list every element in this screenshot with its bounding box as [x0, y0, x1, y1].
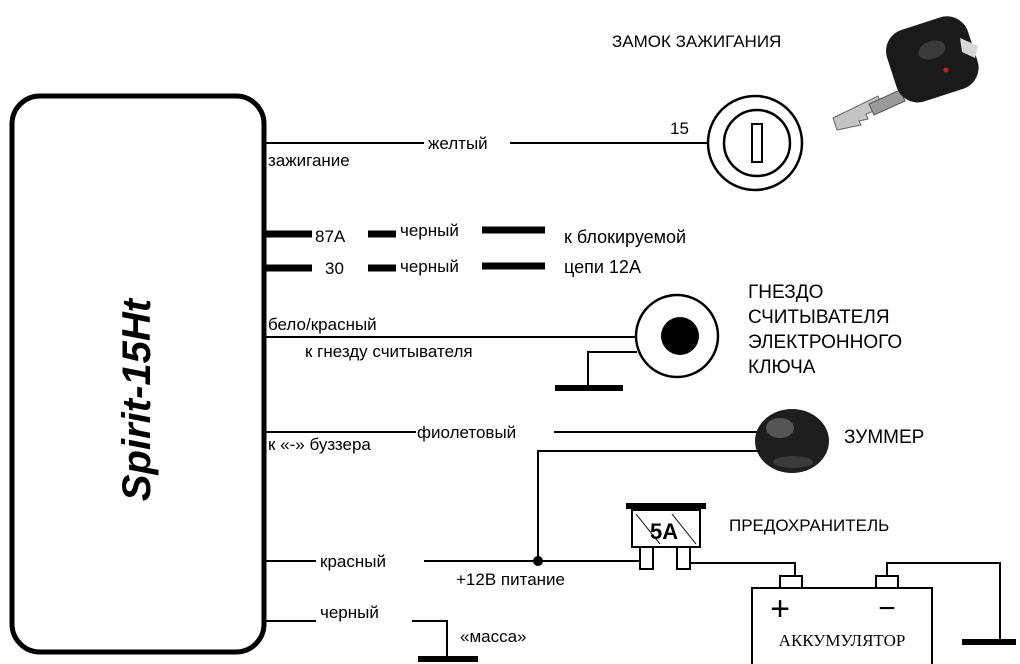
battery [751, 562, 1016, 664]
car-key-icon [832, 16, 979, 131]
buzzer-color-label: фиолетовый [417, 423, 516, 442]
relay-30-wire [264, 262, 545, 272]
fuse-title: ПРЕДОХРАНИТЕЛЬ [729, 516, 889, 535]
battery-label: АККУМУЛЯТОР [779, 631, 906, 650]
reader-color-label: бело/красный [268, 315, 377, 334]
relay-30-pin: 30 [325, 259, 344, 278]
buzzer-title: ЗУММЕР [844, 427, 924, 448]
power-color-label: красный [320, 552, 386, 571]
reader-socket [555, 293, 720, 391]
relay-87a-pin: 87A [315, 227, 346, 246]
ignition-lock-title: ЗАМОК ЗАЖИГАНИЯ [612, 32, 781, 51]
ignition-color-label: желтый [428, 134, 488, 153]
fuse [626, 503, 706, 570]
battery-minus: − [878, 592, 896, 625]
reader-title-line-2: СЧИТЫВАТЕЛЯ [748, 307, 890, 328]
unit-name: Spirit-15Ht [115, 297, 159, 501]
ground-color-label: черный [320, 603, 379, 622]
reader-title-line-4: КЛЮЧА [748, 357, 816, 378]
buzzer-left-label: к «-» буззера [268, 435, 371, 454]
ground-sub-label: «масса» [460, 627, 527, 646]
relay-87a-target: к блокируемой [564, 227, 686, 247]
relay-30-color: черный [400, 257, 459, 276]
ground-wire [264, 620, 478, 662]
reader-sub-label: к гнезду считывателя [305, 342, 473, 361]
battery-plus: + [770, 590, 790, 628]
ignition-pin-label: 15 [670, 119, 689, 138]
power-wire [264, 556, 640, 566]
relay-87a-wire [264, 226, 545, 238]
ignition-lock [706, 94, 804, 192]
relay-87a-color: черный [400, 221, 459, 240]
buzzer-icon [755, 409, 829, 473]
fuse-rating: 5А [650, 519, 678, 544]
buzzer-power-wire [537, 450, 760, 560]
fuse-battery-wire [690, 562, 796, 580]
relay-30-target: цепи 12А [564, 257, 641, 277]
ignition-left-label: зажигание [268, 151, 350, 170]
reader-title-line-1: ГНЕЗДО [748, 282, 823, 303]
reader-title-line-3: ЭЛЕКТРОННОГО [748, 332, 902, 353]
power-sub-label: +12В питание [456, 570, 565, 589]
unit-box [9, 93, 267, 655]
